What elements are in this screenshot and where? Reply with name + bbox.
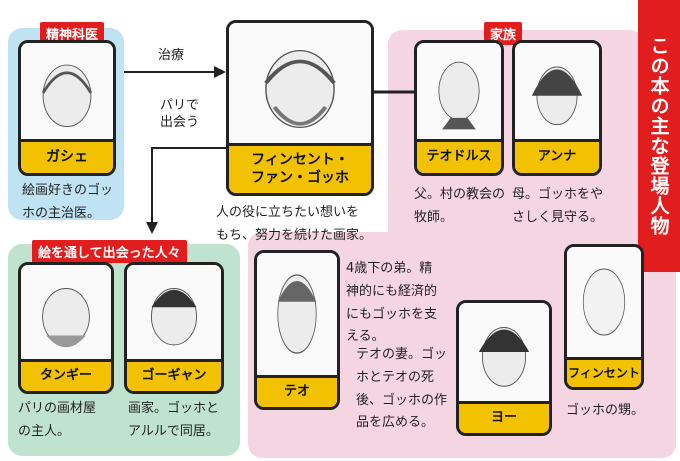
name-anna: アンナ [515, 139, 599, 173]
desc-theodorus: 父。村の教会の 牧師。 [414, 187, 506, 225]
desc-vincent: 人の役に立ちたい想いを もち、努力を続けた画家。 [216, 205, 373, 243]
name-theodorus: テオドルス [417, 139, 501, 173]
name-gachet: ガシェ [21, 139, 113, 173]
desc-theo: 4歳下の弟。精 神的にも経済的 にもゴッホを支 える。 [346, 261, 438, 345]
name-vincent-line2: ファン・ゴッホ [251, 169, 349, 186]
portrait-gauguin [127, 265, 221, 359]
desc-vincent-jr: ゴッホの甥。 [566, 403, 645, 418]
portrait-anna [515, 43, 599, 139]
character-card-tanguy: タンギー [18, 262, 114, 394]
portrait-gachet [21, 43, 113, 139]
name-tanguy: タンギー [21, 359, 111, 391]
portrait-vincent [229, 23, 371, 143]
name-vincent: フィンセント・ ファン・ゴッホ [229, 143, 371, 193]
character-card-gauguin: ゴーギャン [124, 262, 224, 394]
portrait-tanguy [21, 265, 111, 359]
desc-gauguin: 画家。ゴッホと アルルで同居。 [128, 401, 220, 439]
name-vincent-line1: フィンセント・ [251, 152, 349, 168]
desc-tanguy: パリの画材屋 の主人。 [18, 401, 97, 439]
name-jo: ヨー [459, 401, 549, 433]
group-label-friends: 絵を通して出会った人々 [32, 240, 187, 263]
portrait-theodorus [417, 43, 501, 139]
name-theo: テオ [257, 375, 337, 407]
page-title: この本の主な登場人物 [638, 0, 680, 272]
character-card-theodorus: テオドルス [414, 40, 504, 176]
character-card-vincent: フィンセント・ ファン・ゴッホ [226, 20, 374, 196]
arrow-label-treatment: 治療 [158, 48, 185, 63]
group-label-family: 家族 [484, 22, 523, 45]
desc-jo: テオの妻。ゴッ ホとテオの死 後、ゴッホの作 品を広める。 [356, 347, 448, 431]
name-gauguin: ゴーギャン [127, 359, 221, 391]
portrait-theo [257, 253, 337, 375]
name-vincent-jr: フィンセント [567, 357, 641, 387]
character-card-theo: テオ [254, 250, 340, 410]
portrait-vincent-jr [567, 247, 641, 357]
character-card-gachet: ガシェ [18, 40, 116, 176]
character-card-vincent-jr: フィンセント [564, 244, 644, 390]
character-card-anna: アンナ [512, 40, 602, 176]
character-card-jo: ヨー [456, 300, 552, 436]
group-label-doctor: 精神科医 [40, 22, 105, 45]
portrait-jo [459, 303, 549, 401]
desc-anna: 母。ゴッホをや さしく見守る。 [512, 187, 604, 225]
arrow-label-met-in-paris: パリで 出会う [160, 98, 200, 130]
desc-gachet: 絵画好きのゴッ ホの主治医。 [22, 183, 114, 221]
